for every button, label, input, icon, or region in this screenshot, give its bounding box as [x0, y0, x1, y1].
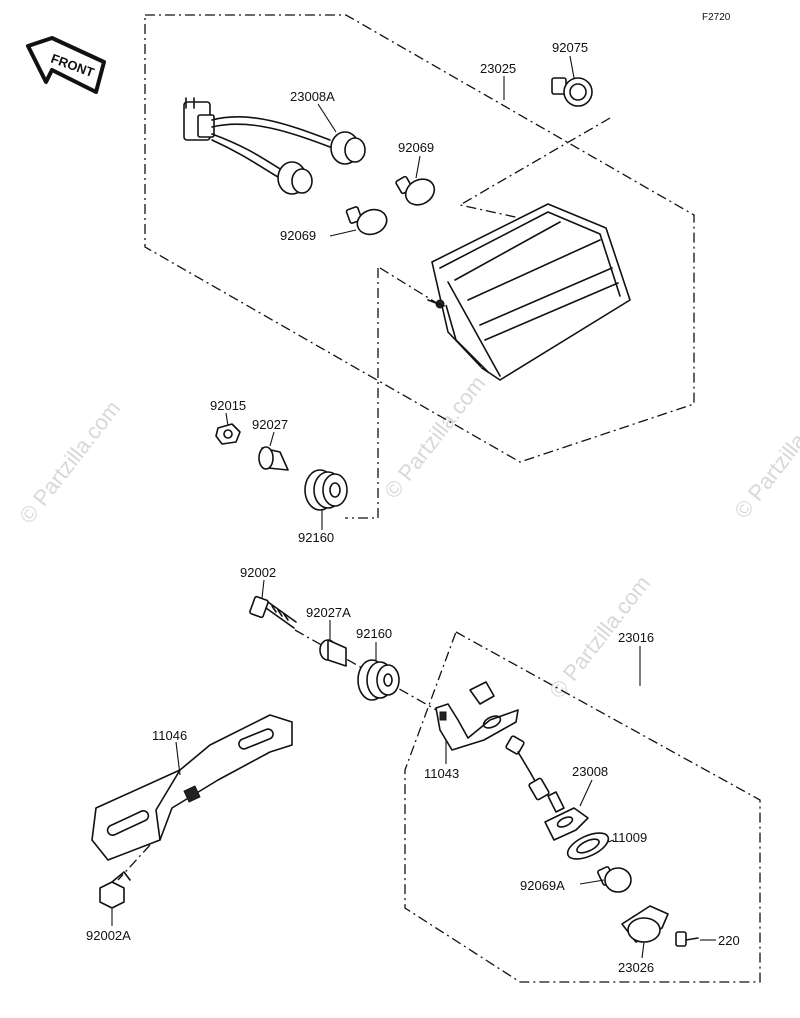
collar-92027A	[319, 639, 347, 667]
tail-lamp-mount-leader	[345, 268, 379, 519]
label-23016: 23016	[618, 630, 654, 645]
diagram-code: F2720	[702, 12, 731, 23]
label-92069A: 92069A	[520, 878, 565, 893]
label-leaders	[111, 55, 716, 959]
bracket-11043	[435, 681, 519, 751]
watermark-right: © Partzilla.com	[729, 391, 800, 523]
collar-92027	[258, 446, 289, 471]
label-92002: 92002	[240, 565, 276, 580]
label-23026: 23026	[618, 960, 654, 975]
screw-220	[675, 931, 699, 947]
label-92160-mid: 92160	[356, 626, 392, 641]
bulb-92069-left	[345, 206, 388, 236]
label-92160-top: 92160	[298, 530, 334, 545]
label-23025: 23025	[480, 61, 516, 76]
watermark-group: © Partzilla.com © Partzilla.com © Partzi…	[14, 371, 800, 703]
label-92002A: 92002A	[86, 928, 131, 943]
harness-23008A	[183, 97, 366, 195]
grommet-92160-top	[304, 469, 348, 511]
tail-lamp-23025	[427, 203, 631, 381]
lens-leader	[458, 117, 611, 219]
label-220: 220	[718, 933, 740, 948]
watermark-center: © Partzilla.com	[379, 371, 490, 503]
bolt-92002A	[99, 871, 131, 909]
part-labels: 92075 23025 23008A 92069 92069 92015 920…	[86, 40, 740, 975]
label-23008: 23008	[572, 764, 608, 779]
tail-lamp-assembly-outline	[144, 14, 695, 463]
watermark-left: © Partzilla.com	[14, 396, 125, 528]
bulb-92069-top	[395, 175, 436, 206]
bolt-92002	[249, 595, 297, 629]
screw-92075	[551, 77, 593, 107]
label-92075: 92075	[552, 40, 588, 55]
label-92027: 92027	[252, 417, 288, 432]
label-92069-top: 92069	[398, 140, 434, 155]
bulb-92069A	[597, 866, 632, 893]
bracket-11046	[91, 714, 293, 861]
socket-leader	[379, 267, 441, 306]
label-92027A: 92027A	[306, 605, 351, 620]
license-lamp-assembly-outline	[404, 631, 761, 983]
socket-23008	[505, 735, 589, 841]
nut-92015	[215, 423, 241, 445]
label-11046: 11046	[152, 728, 187, 743]
bracket-leader	[117, 844, 151, 881]
label-23008A: 23008A	[290, 89, 335, 104]
label-11043: 11043	[424, 766, 459, 781]
lens-23026	[621, 905, 669, 943]
label-92069-left: 92069	[280, 228, 316, 243]
grommet-92160-mid	[357, 659, 400, 701]
label-11009: 11009	[612, 830, 647, 845]
label-92015: 92015	[210, 398, 246, 413]
gasket-11009	[566, 832, 610, 860]
front-arrow: FRONT	[26, 36, 106, 94]
